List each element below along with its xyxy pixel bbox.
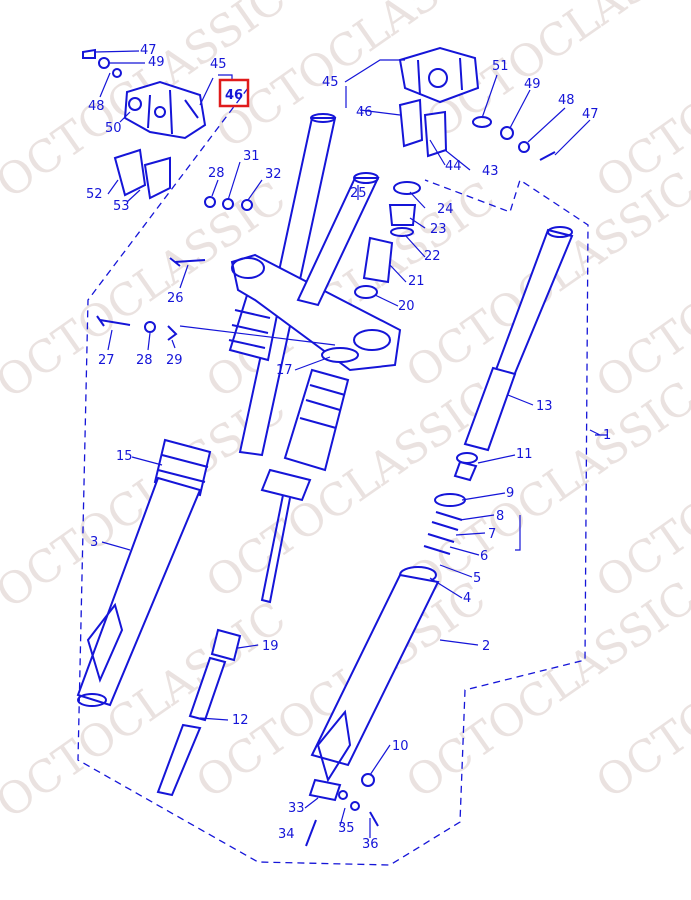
callout-43: 43 [482, 164, 499, 179]
callout-11: 11 [516, 447, 533, 462]
callout-4: 4 [463, 591, 471, 606]
callout-10: 10 [392, 739, 409, 754]
callout-15: 15 [116, 449, 133, 464]
callout-3: 3 [90, 535, 98, 550]
callout-21: 21 [408, 274, 425, 289]
callout-6: 6 [480, 549, 488, 564]
assembly-boundary [77, 87, 589, 866]
callout-46: 46 [356, 105, 373, 120]
handle-holder-right [398, 46, 556, 161]
callout-20: 20 [398, 299, 415, 314]
right-fork-assembly [305, 226, 574, 847]
callout-36: 36 [362, 837, 379, 852]
callout-35: 35 [338, 821, 355, 836]
callout-53: 53 [113, 199, 130, 214]
callout-34: 34 [278, 827, 295, 842]
callout-7: 7 [488, 527, 496, 542]
callout-17: 17 [276, 363, 293, 378]
callout-49: 49 [148, 55, 165, 70]
leader-lines [94, 50, 608, 838]
callout-28: 28 [136, 353, 153, 368]
callout-32: 32 [265, 167, 282, 182]
callout-9: 9 [506, 486, 514, 501]
callout-48: 48 [558, 93, 575, 108]
callout-45: 45 [210, 57, 227, 72]
callout-23: 23 [430, 222, 447, 237]
watermark-text: OCTOCLASSIC [0, 592, 295, 829]
callout-33: 33 [288, 801, 305, 816]
callout-52: 52 [86, 187, 103, 202]
callout-31: 31 [243, 149, 260, 164]
callout-47: 47 [140, 43, 157, 58]
callout-45: 45 [322, 75, 339, 90]
callout-24: 24 [437, 202, 454, 217]
callout-12: 12 [232, 713, 249, 728]
callout-26: 26 [167, 291, 184, 306]
center-boot-and-rod [156, 347, 359, 797]
handle-holder-left [82, 48, 207, 200]
callout-28: 28 [208, 166, 225, 181]
callout-44: 44 [445, 159, 462, 174]
callout-46-highlighted: 46 [225, 88, 243, 103]
callout-50: 50 [105, 121, 122, 136]
callout-2: 2 [482, 639, 490, 654]
callout-51: 51 [492, 59, 509, 74]
highlight-box [218, 78, 250, 108]
callout-25: 25 [350, 186, 367, 201]
callout-48: 48 [88, 99, 105, 114]
callout-49: 49 [524, 77, 541, 92]
callout-29: 29 [166, 353, 183, 368]
callout-5: 5 [473, 571, 481, 586]
callout-22: 22 [424, 249, 441, 264]
callout-8: 8 [496, 509, 504, 524]
callout-27: 27 [98, 353, 115, 368]
callout-19: 19 [262, 639, 279, 654]
callout-labels: 47 49 48 45 46 50 52 53 31 28 32 45 46 5… [86, 43, 611, 852]
callout-47: 47 [582, 107, 599, 122]
triple-clamp [96, 253, 402, 372]
callout-13: 13 [536, 399, 553, 414]
callout-1: 1 [603, 428, 611, 443]
steering-stem-parts [296, 172, 421, 307]
